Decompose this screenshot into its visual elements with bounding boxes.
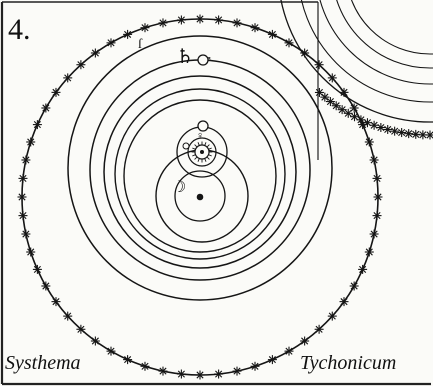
adjacent-plate-fragment <box>278 0 433 122</box>
star-marker <box>140 23 149 32</box>
star-marker <box>285 38 294 47</box>
star-marker <box>376 123 385 132</box>
star-marker <box>18 174 27 183</box>
star-marker <box>33 265 42 274</box>
moon-glyph: ☽ <box>172 179 186 196</box>
star-marker <box>268 355 277 364</box>
star-marker <box>340 88 349 97</box>
star-marker <box>383 125 392 134</box>
star-marker <box>51 297 60 306</box>
caption-tychonicum: Tychonicum <box>300 352 396 374</box>
star-marker <box>315 60 324 69</box>
star-marker <box>158 367 167 376</box>
star-marker <box>373 211 382 220</box>
star-marker <box>300 48 309 57</box>
star-marker <box>214 15 223 24</box>
star-marker <box>107 347 116 356</box>
star-marker <box>315 88 324 97</box>
star-marker <box>123 355 132 364</box>
mercury-body <box>183 143 189 149</box>
star-marker <box>21 230 30 239</box>
star-marker <box>177 370 186 379</box>
star-marker <box>196 371 205 380</box>
star-marker <box>300 337 309 346</box>
star-marker <box>373 174 382 183</box>
star-marker <box>365 248 374 257</box>
star-marker <box>411 130 420 139</box>
star-marker <box>315 325 324 334</box>
star-marker <box>233 18 242 27</box>
star-marker <box>26 248 35 257</box>
star-marker <box>326 97 335 106</box>
star-marker <box>350 104 359 113</box>
inner-orbit-a <box>115 89 285 259</box>
star-marker <box>123 30 132 39</box>
star-marker <box>214 370 223 379</box>
star-marker <box>358 265 367 274</box>
star-marker <box>76 60 85 69</box>
sun-icon <box>192 142 213 163</box>
planet-glyphs: ♄ ♂ ♀ ☽ ſ <box>138 37 213 196</box>
star-marker <box>370 155 379 164</box>
star-marker <box>140 362 149 371</box>
star-marker <box>251 362 260 371</box>
star-marker <box>404 129 413 138</box>
adjacent-star-band <box>315 88 433 140</box>
star-marker <box>350 282 359 291</box>
star-marker <box>51 88 60 97</box>
star-marker <box>196 15 205 24</box>
star-marker <box>251 23 260 32</box>
earth-icon <box>197 194 204 201</box>
star-marker <box>41 104 50 113</box>
star-marker <box>390 127 399 136</box>
star-marker <box>76 325 85 334</box>
star-marker <box>18 193 27 202</box>
star-marker <box>158 18 167 27</box>
saturn-glyph: ♄ <box>176 46 194 68</box>
star-marker <box>21 155 30 164</box>
mars-orbit <box>104 76 296 268</box>
star-marker <box>370 230 379 239</box>
star-marker <box>91 337 100 346</box>
star-marker <box>332 101 341 110</box>
star-marker <box>107 38 116 47</box>
star-marker <box>177 15 186 24</box>
star-marker <box>358 120 367 129</box>
star-marker <box>41 282 50 291</box>
star-marker <box>370 121 379 130</box>
star-marker <box>18 211 27 220</box>
star-marker <box>33 120 42 129</box>
venus-glyph: ♀ <box>196 130 204 142</box>
jupiter-orbit <box>90 60 310 280</box>
orbit-rings <box>68 36 332 300</box>
plate-number: 4. <box>8 13 31 46</box>
star-marker <box>338 105 347 114</box>
star-marker <box>63 73 72 82</box>
star-marker <box>268 30 277 39</box>
star-marker <box>340 297 349 306</box>
star-marker <box>365 137 374 146</box>
star-marker <box>374 193 383 202</box>
star-marker <box>285 347 294 356</box>
star-marker <box>328 312 337 321</box>
star-marker <box>91 48 100 57</box>
caption-systhema: Systhema <box>5 352 81 374</box>
star-marker <box>397 128 406 137</box>
star-marker <box>26 137 35 146</box>
star-marker <box>63 312 72 321</box>
star-marker <box>328 73 337 82</box>
star-marker <box>233 367 242 376</box>
mars-body <box>198 55 208 65</box>
